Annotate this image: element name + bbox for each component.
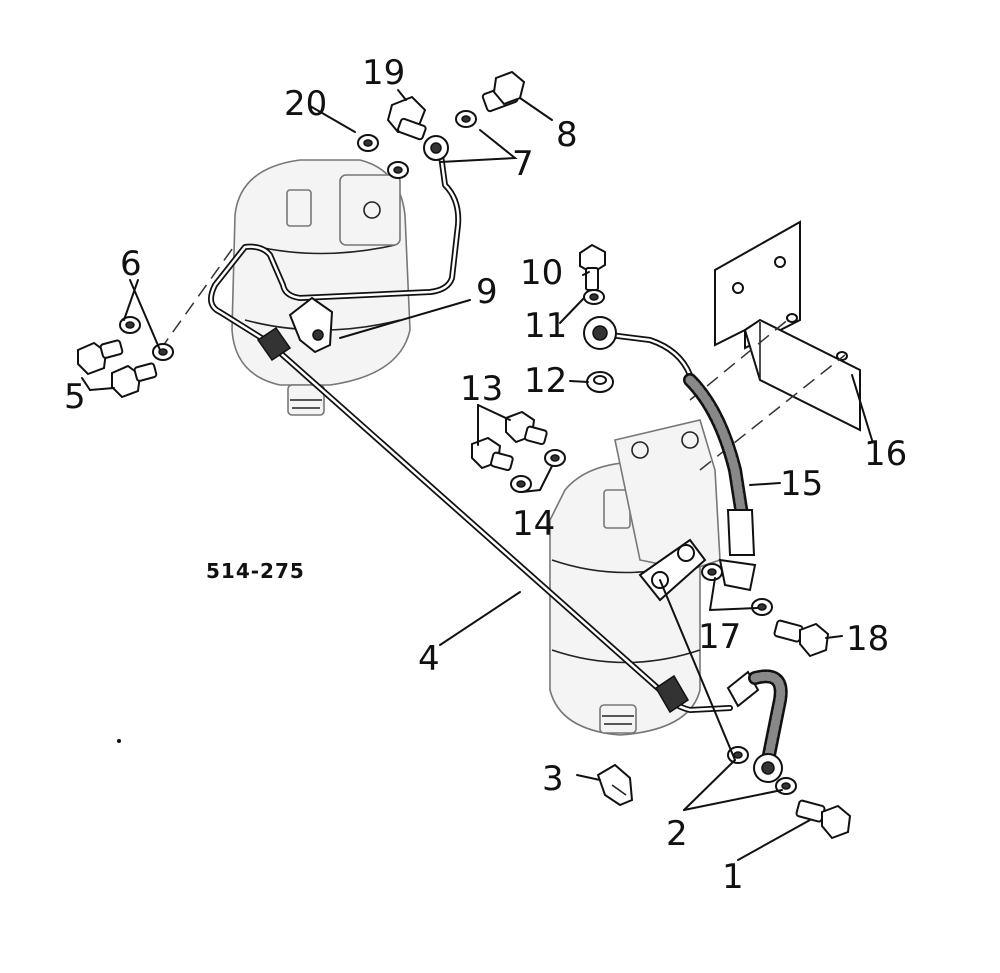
callout-19: 19: [362, 53, 405, 93]
lower-filter: [549, 419, 721, 736]
bolts-5: [77, 339, 158, 399]
callout-18: 18: [846, 619, 889, 659]
bracket: [714, 220, 861, 432]
callout-9: 9: [476, 272, 498, 312]
clip-9: [288, 296, 334, 354]
washer-20: [357, 134, 379, 152]
callout-7: 7: [512, 144, 534, 184]
washers-6: [119, 316, 174, 361]
callout-4: 4: [418, 639, 440, 679]
callout-10: 10: [520, 253, 563, 293]
callout-15: 15: [780, 464, 823, 504]
banjo-bolt-1: [795, 799, 852, 840]
hose-lower: [726, 669, 788, 783]
upper-filter: [231, 159, 411, 416]
callout-20: 20: [284, 84, 327, 124]
alignment-line: [159, 244, 236, 351]
callout-2: 2: [666, 814, 688, 854]
washer-11: [583, 289, 605, 305]
callout-13: 13: [460, 369, 503, 409]
callout-6: 6: [120, 244, 142, 284]
callout-14: 14: [512, 504, 555, 544]
callout-labels: 1 2 3 4 5 6 7 8 9 10 11 12 13 14 15 16 1…: [64, 53, 907, 897]
callout-11: 11: [524, 306, 567, 346]
callout-12: 12: [524, 361, 567, 401]
callout-17: 17: [698, 617, 741, 657]
fuel-pipe: [208, 145, 733, 714]
figure-code: 514-275: [206, 559, 305, 583]
callout-8: 8: [556, 115, 578, 155]
washer-12: [586, 371, 614, 393]
washers-14: [510, 449, 566, 493]
bolt-10: [579, 243, 606, 291]
hose-upper: [583, 316, 757, 592]
banjo-bolt-8: [481, 70, 526, 113]
callout-3: 3: [542, 759, 564, 799]
leader-lines: [81, 89, 873, 861]
washers-7: [387, 110, 477, 179]
banjo-bolt-18: [773, 619, 830, 658]
callout-16: 16: [864, 434, 907, 474]
callout-1: 1: [722, 857, 744, 897]
bolts-13: [471, 410, 548, 472]
union-19: [386, 95, 427, 141]
washers-17: [701, 563, 773, 616]
washers-2: [727, 746, 797, 795]
callout-5: 5: [64, 377, 86, 417]
clip-3: [596, 763, 634, 807]
stray-dot: [117, 739, 121, 743]
